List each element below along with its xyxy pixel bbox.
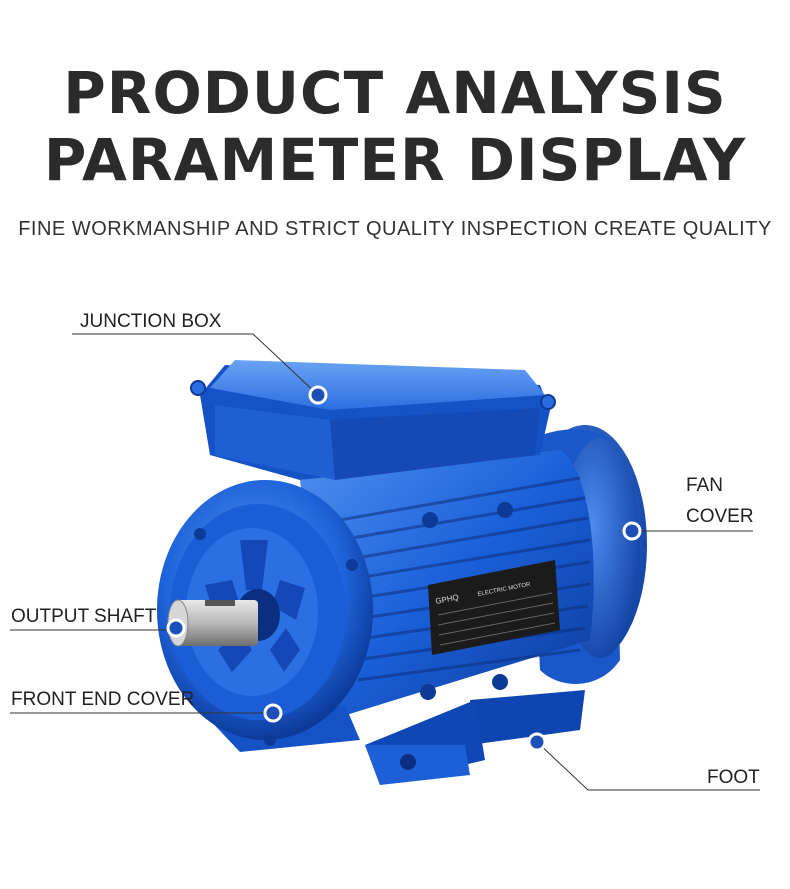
- page-title-line-2: PARAMETER DISPLAY: [43, 126, 747, 194]
- plate-brand: GPHQ: [435, 593, 460, 606]
- fan-cover-label-line-2: COVER: [686, 506, 754, 527]
- page-subtitle: FINE WORKMANSHIP AND STRICT QUALITY INSP…: [18, 218, 772, 240]
- front-end-cover-label: FRONT END COVER: [11, 689, 195, 710]
- fan-cover-label-line-1: FAN: [686, 475, 723, 496]
- page-title-line-1: PRODUCT ANALYSIS: [63, 59, 727, 127]
- fan-cover-marker[interactable]: [622, 521, 642, 541]
- callout-lines: [10, 333, 760, 791]
- junction-box-marker[interactable]: [308, 385, 328, 405]
- foot-label: FOOT: [707, 767, 760, 788]
- callout-markers: [166, 385, 642, 752]
- foot-marker[interactable]: [527, 732, 547, 752]
- rear-foot: [470, 690, 585, 745]
- name-plate: GPHQ ELECTRIC MOTOR: [428, 560, 560, 655]
- output-shaft-label: OUTPUT SHAFT: [11, 606, 157, 627]
- front-end-cover-marker[interactable]: [263, 703, 283, 723]
- output-shaft-marker[interactable]: [166, 618, 186, 638]
- junction-box-label: JUNCTION BOX: [80, 311, 222, 332]
